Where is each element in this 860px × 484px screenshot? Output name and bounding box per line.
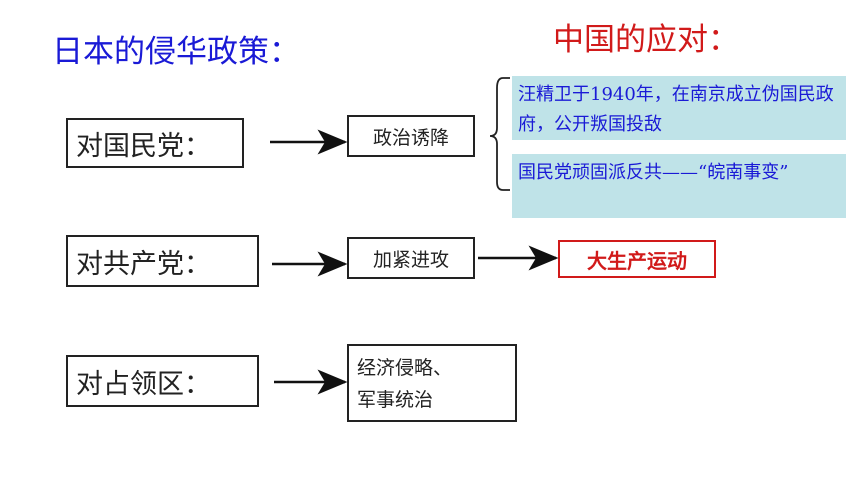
target-kmt-box: 对国民党： xyxy=(66,118,244,168)
response-production-movement-box: 大生产运动 xyxy=(558,240,716,278)
left-title: 日本的侵华政策： xyxy=(52,34,300,70)
policy-occupied-box: 经济侵略、 军事统治 xyxy=(347,344,517,422)
target-ccp-box: 对共产党： xyxy=(66,235,259,287)
policy-kmt-box: 政治诱降 xyxy=(347,115,475,157)
kmt-response-bracket xyxy=(489,77,510,191)
policy-occupied-line2: 军事统治 xyxy=(357,389,434,411)
policy-ccp-box: 加紧进攻 xyxy=(347,237,475,279)
response-wannan-incident-box: 国民党顽固派反共——“皖南事变” xyxy=(512,154,846,218)
response-wang-jingwei-box: 汪精卫于1940年，在南京成立伪国民政府，公开叛国投敌 xyxy=(512,76,846,140)
policy-occupied-line1: 经济侵略、 xyxy=(357,357,453,379)
right-title: 中国的应对： xyxy=(553,22,739,58)
target-occupied-box: 对占领区： xyxy=(66,355,259,407)
